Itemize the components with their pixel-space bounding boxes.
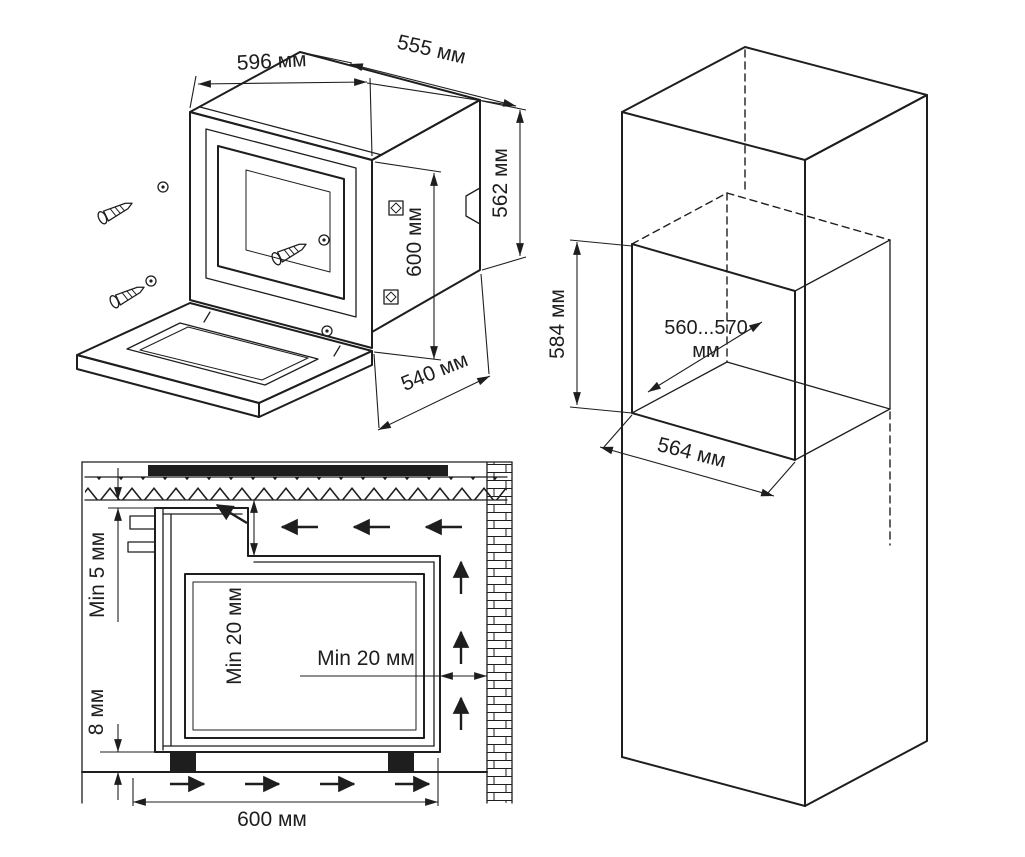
oven-cavity-opening bbox=[217, 145, 345, 300]
oven-section-outline bbox=[127, 507, 441, 772]
dim-oven-depth: 600 мм bbox=[237, 808, 307, 831]
worktop-front-edge bbox=[148, 465, 448, 476]
screw-hole-marks bbox=[145, 181, 333, 337]
dim-niche-height: 584 мм bbox=[546, 289, 569, 359]
dim-oven-width: 596 мм bbox=[236, 48, 307, 75]
door-handle bbox=[127, 541, 156, 553]
oven-side-face bbox=[371, 99, 481, 333]
oven-dimensions: 596 мм 555 мм 562 мм 600 мм 540 мм bbox=[189, 31, 527, 431]
side-mount-holes bbox=[383, 187, 481, 305]
cabinet-dimensions: 584 мм 560...570 мм 564 мм bbox=[546, 239, 796, 497]
dim-niche-width: 564 мм bbox=[655, 433, 728, 472]
airflow-arrow-icon bbox=[215, 503, 248, 525]
dim-oven-front-height: 600 мм bbox=[403, 207, 426, 277]
dim-oven-bottom-depth: 540 мм bbox=[398, 348, 471, 395]
door-window bbox=[126, 322, 319, 386]
oven-isometric-view: 596 мм 555 мм 562 мм 600 мм 540 мм bbox=[76, 31, 527, 431]
worktop-hatch bbox=[85, 477, 507, 500]
dim-rear-gap: Min 20 мм bbox=[317, 647, 415, 670]
screw-icon bbox=[109, 286, 145, 309]
control-knob bbox=[129, 515, 156, 530]
dim-top-body-gap: Min 20 мм bbox=[223, 587, 246, 685]
oven-cavity-section bbox=[184, 573, 425, 739]
airflow-arrows bbox=[170, 503, 470, 793]
dim-oven-top-depth: 555 мм bbox=[395, 31, 468, 69]
dim-oven-rear-height: 562 мм bbox=[489, 148, 512, 218]
oven-top-face bbox=[189, 51, 481, 161]
dim-niche-depth-value: 560...570 bbox=[664, 317, 747, 339]
dim-bottom-gap: 8 мм bbox=[85, 689, 108, 735]
cabinet-top-face bbox=[621, 46, 928, 161]
cabinet-isometric-view: 584 мм 560...570 мм 564 мм bbox=[546, 46, 928, 807]
screw-icon bbox=[271, 243, 307, 266]
oven-front-frame bbox=[189, 111, 373, 349]
oven-open-door bbox=[76, 302, 373, 418]
wall-hatch bbox=[487, 462, 512, 803]
installation-section-view: Min 5 мм Min 20 мм Min 20 мм 8 мм 600 мм bbox=[81, 461, 513, 831]
section-dimensions: Min 5 мм Min 20 мм Min 20 мм 8 мм 600 мм bbox=[85, 468, 487, 831]
screw-icon bbox=[97, 202, 133, 225]
dim-top-front-gap: Min 5 мм bbox=[86, 532, 109, 618]
cabinet-side-face bbox=[804, 94, 928, 807]
oven-foot bbox=[388, 752, 414, 772]
oven-foot bbox=[170, 752, 196, 772]
